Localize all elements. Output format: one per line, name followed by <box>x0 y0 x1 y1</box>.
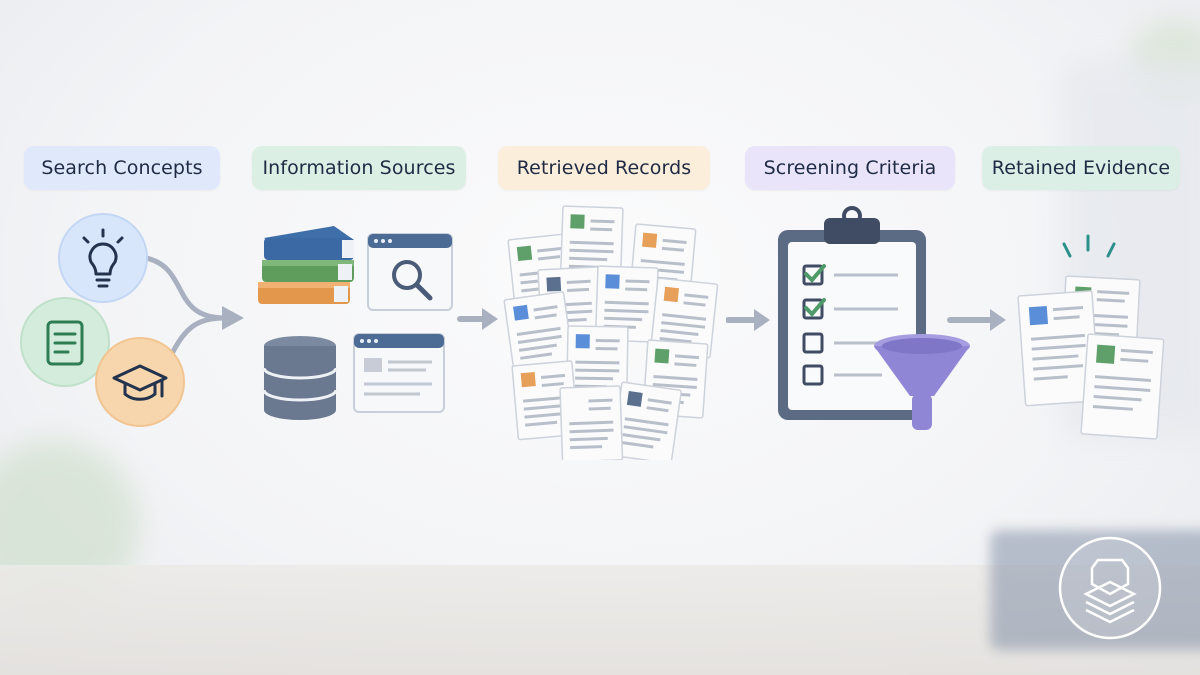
books-icon <box>258 226 354 304</box>
database-icon <box>262 336 338 420</box>
record-document-icon <box>558 204 625 284</box>
evidence-document-icon <box>1017 290 1101 407</box>
evidence-document-icon <box>1080 333 1165 440</box>
arrow-icon <box>947 309 1006 331</box>
stage-label-retained-evidence: Retained Evidence <box>982 146 1180 190</box>
webpage-icon <box>353 333 445 413</box>
record-document-icon <box>502 290 576 375</box>
record-document-icon <box>641 338 710 420</box>
sparkle-icon <box>1062 234 1116 258</box>
stage-label-information-sources: Information Sources <box>252 146 466 190</box>
stage-label-screening-criteria: Screening Criteria <box>745 146 955 190</box>
record-document-icon <box>628 222 698 305</box>
arrow-records-to-criteria <box>726 306 776 334</box>
record-document-icon <box>510 359 580 442</box>
stage-label-text: Search Concepts <box>41 157 203 179</box>
stage-label-text: Retained Evidence <box>991 157 1171 179</box>
stage-screening-criteria <box>772 204 982 440</box>
record-document-icon <box>648 276 720 360</box>
record-document-icon <box>593 264 660 344</box>
graduation-cap-icon <box>95 337 185 427</box>
document-icon <box>20 297 110 387</box>
stage-information-sources <box>250 220 500 440</box>
lightbulb-icon <box>58 213 148 303</box>
stage-label-text: Screening Criteria <box>763 157 937 179</box>
record-document-icon <box>536 265 604 346</box>
stage-label-text: Information Sources <box>262 157 456 179</box>
stage-label-retrieved-records: Retrieved Records <box>498 146 710 190</box>
magnifier-browser-icon <box>367 233 453 311</box>
record-document-icon <box>506 232 577 316</box>
stage-label-search-concepts: Search Concepts <box>24 146 220 190</box>
funnel-icon <box>874 334 970 430</box>
desk-surface <box>0 565 1200 675</box>
arrow-icon <box>726 309 770 331</box>
arrow-criteria-to-evidence <box>946 306 1012 334</box>
stage-retrieved-records <box>498 200 728 460</box>
stage-label-text: Retrieved Records <box>516 157 692 179</box>
record-document-icon <box>565 324 630 403</box>
logo-icon <box>1058 536 1162 640</box>
record-document-icon <box>558 384 625 460</box>
record-document-icon <box>610 380 683 460</box>
stage-search-concepts <box>10 210 250 440</box>
clipboard-icon <box>778 206 926 420</box>
stage-retained-evidence <box>1010 230 1180 440</box>
corner-logo <box>1056 534 1164 642</box>
arrow-icon <box>457 308 498 330</box>
